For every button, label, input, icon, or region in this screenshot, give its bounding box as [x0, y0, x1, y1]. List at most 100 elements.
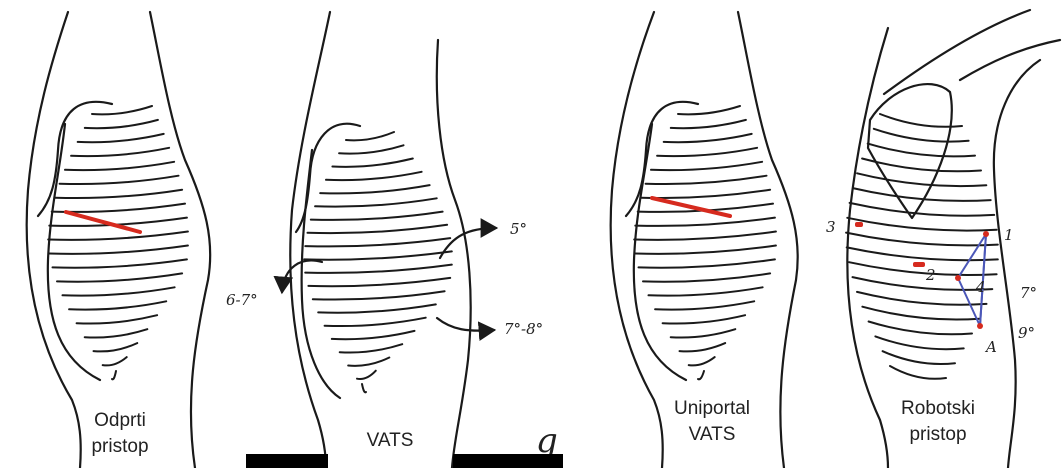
incision-port-7-8 [420, 313, 436, 318]
rib-line [680, 343, 726, 351]
caption-line-2: pristop [50, 434, 190, 460]
rib-line [53, 259, 187, 267]
caption-robotic: Robotski pristop [868, 396, 1008, 448]
caption-vats: VATS [320, 428, 460, 454]
rib-line [57, 273, 182, 281]
rib-line [69, 301, 166, 309]
annotation-5: 5° [510, 220, 527, 238]
rib-line [339, 145, 403, 153]
rib-line [635, 246, 776, 254]
rib-line [678, 106, 740, 114]
body-outline-front [150, 12, 210, 468]
port-4 [977, 323, 983, 329]
rib-line [663, 315, 746, 323]
port-2 [955, 275, 961, 281]
rib-line [880, 114, 962, 127]
arm-outline [884, 10, 1030, 94]
rib-line [641, 190, 770, 198]
rib-line [77, 315, 158, 323]
rib-line [63, 287, 175, 295]
port-label-A: A [984, 338, 997, 356]
panel-open-approach [27, 12, 211, 468]
rib-line [103, 357, 127, 365]
port-2-lower [913, 262, 925, 267]
rib-cage-drawing [846, 114, 998, 379]
rib-line [875, 336, 963, 349]
rib-line [634, 232, 776, 240]
incision-port-6-7 [326, 264, 342, 269]
rib-line [52, 204, 185, 212]
rib-line [305, 238, 450, 246]
rib-line [846, 233, 998, 246]
rib-line [85, 120, 158, 128]
rib-line [664, 134, 752, 142]
rib-line [318, 304, 436, 312]
rib-line [305, 265, 452, 273]
caption-line-2: pristop [868, 422, 1008, 448]
annotation-7-8: 7°-8° [504, 320, 543, 338]
rib-line [646, 176, 767, 184]
rib-line [94, 343, 138, 351]
rib-line [311, 212, 443, 220]
space-label-9: 9° [1018, 324, 1035, 342]
rib-line [853, 188, 991, 201]
rib-line [649, 287, 763, 295]
caption-open-approach: Odprti pristop [50, 408, 190, 460]
rib-line [655, 301, 754, 309]
rib-line [657, 148, 757, 156]
rib-line [689, 357, 715, 365]
rib-line [348, 358, 389, 366]
rib-cage-outline [302, 150, 340, 398]
rib-line [671, 329, 736, 337]
rib-line [362, 384, 366, 392]
rib-line [60, 176, 179, 184]
rib-line [65, 162, 174, 170]
rib-line [308, 225, 448, 233]
caption-line-2: VATS [642, 422, 782, 448]
caption-line-1: Uniportal [642, 396, 782, 422]
rib-line [853, 277, 993, 290]
port-3 [855, 222, 863, 227]
caption-line-1: Robotski [868, 396, 1008, 422]
rib-line [326, 172, 422, 180]
rib-line [332, 331, 415, 339]
panel-vats: 5° 6-7° 7°-8° g [226, 12, 558, 468]
rib-line [85, 329, 148, 337]
body-outline-back [290, 12, 330, 468]
rib-line [48, 232, 188, 240]
rib-line [890, 366, 946, 379]
rib-line [78, 134, 164, 142]
incision-thoracotomy [66, 212, 140, 232]
port-label-1: 1 [1004, 226, 1014, 244]
rib-line [112, 371, 116, 379]
incision-uniportal [652, 198, 730, 216]
rib-line [698, 371, 704, 379]
rib-line [49, 246, 188, 254]
rib-line [313, 291, 445, 299]
rib-line [55, 190, 182, 198]
rib-line [320, 185, 429, 193]
redaction-bar-right [453, 454, 563, 468]
rib-line [332, 159, 412, 167]
rib-cage-outline [634, 124, 686, 380]
caption-uniportal-vats: Uniportal VATS [642, 396, 782, 448]
rib-line [308, 278, 450, 286]
rib-line [315, 198, 437, 206]
rib-line [357, 371, 376, 379]
port-label-4: 4 [975, 278, 986, 296]
caption-line-1: Odprti [50, 408, 190, 434]
rib-line [874, 129, 969, 142]
redaction-bar-left [246, 454, 328, 468]
rib-line [643, 273, 770, 281]
rib-line [325, 318, 426, 326]
port-1 [983, 231, 989, 237]
rib-line [639, 259, 775, 267]
rib-line [862, 307, 979, 320]
rib-cage-drawing [304, 132, 452, 392]
space-label-7: 7° [1020, 284, 1037, 302]
port-label-2: 2 [925, 266, 936, 284]
rib-cage-drawing [634, 106, 776, 379]
rib-line [635, 218, 775, 226]
rib-line [71, 148, 169, 156]
rib-line [850, 203, 995, 216]
